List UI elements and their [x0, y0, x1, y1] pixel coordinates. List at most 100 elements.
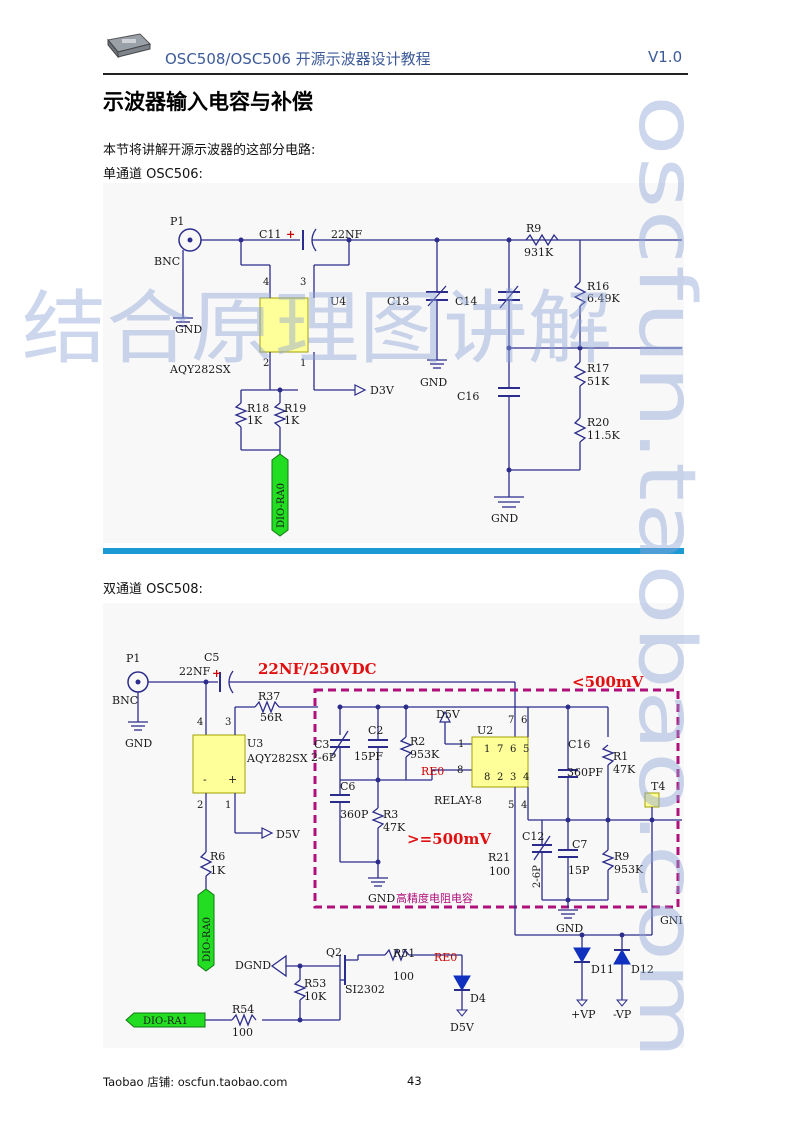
- schematic-label-c7: C7: [572, 838, 587, 851]
- schematic-label-r3-val: 47K: [383, 821, 406, 834]
- schematic-label-u4-part: AQY282SX: [169, 363, 231, 376]
- dual-channel-label: 双通道 OSC508:: [103, 582, 203, 597]
- schematic-label-r17: R17: [587, 362, 609, 375]
- schematic-label-d11: D11: [591, 963, 614, 976]
- schematic-label-p-6: 6: [521, 715, 527, 726]
- footer-shop-link[interactable]: Taobao 店铺: oscfun.taobao.com: [103, 1075, 288, 1089]
- schematic-label-u2: U2: [477, 724, 493, 737]
- section-separator: [103, 548, 684, 554]
- schematic-label-p-8: 8: [457, 765, 463, 776]
- schematic-label-vn: -VP: [613, 1008, 632, 1021]
- schematic-label-c2-val: 15PF: [354, 750, 383, 763]
- schematic-label-pin2: 2: [197, 800, 203, 811]
- schematic-label-pin4: 4: [263, 277, 269, 288]
- schematic-label-p-6: 6: [510, 744, 516, 755]
- schematic-label-r53-val: 10K: [304, 990, 327, 1003]
- schematic-label-r51: R51: [393, 947, 415, 960]
- schematic-label-r37: R37: [258, 690, 280, 703]
- schematic-label-range-low: >=500mV: [407, 830, 491, 848]
- schematic-label-r16: R16: [587, 280, 609, 293]
- schematic-label-p-7: 7: [508, 715, 514, 726]
- schematic-label-c6-val: 360P: [340, 808, 369, 821]
- schematic-label-minus: -: [203, 773, 207, 786]
- schematic-label-c13: C13: [387, 295, 409, 308]
- schematic-label-r21-val: 100: [489, 865, 510, 878]
- schematic-label-r3: R3: [383, 808, 398, 821]
- schematic-label-u3-part: AQY282SX: [246, 752, 308, 765]
- schematic-label-r54-val: 100: [232, 1026, 253, 1039]
- schematic-label-r17-val: 51K: [587, 375, 610, 388]
- schematic-label-gnd: GND: [125, 737, 152, 750]
- svg-text:oscfun.taobao.com: oscfun.taobao.com: [621, 95, 711, 1060]
- schematic-label-d12: D12: [631, 963, 654, 976]
- schematic-label-c6: C6: [340, 780, 355, 793]
- schematic-label-c5: C5: [204, 651, 219, 664]
- schematic-label-c2: C2: [368, 724, 383, 737]
- schematic-label-plus-pin: +: [228, 773, 237, 786]
- schematic-label-pin3: 3: [300, 277, 306, 288]
- single-channel-label: 单通道 OSC506:: [103, 167, 203, 182]
- schematic-label-pin4: 4: [197, 717, 203, 728]
- schematic-label-c11: C11: [259, 228, 281, 241]
- schematic-label-r54: R54: [232, 1003, 254, 1016]
- schematic-label-p-1: 1: [458, 739, 464, 750]
- schematic-label-pin2: 2: [263, 358, 269, 369]
- schematic-label-c16-val: 360PF: [567, 766, 603, 779]
- header-title: OSC508/OSC506 开源示波器设计教程: [165, 50, 431, 68]
- schematic-label-pin3: 3: [225, 717, 231, 728]
- schematic-label-p-1: 1: [484, 744, 490, 755]
- schematic-label-range-high: <500mV: [572, 673, 644, 691]
- schematic-label-p-8: 8: [484, 772, 490, 783]
- dio-ra1-tag: DIO-RA1: [143, 1016, 188, 1027]
- schematic-label-c16: C16: [568, 738, 590, 751]
- dio-ra0-tag: DIO-RA0: [202, 917, 213, 962]
- svg-text:结合原理图讲解: 结合原理图讲解: [22, 282, 612, 373]
- schematic-label-c14: C14: [455, 295, 477, 308]
- schematic-label-p-4b: 4: [521, 800, 527, 811]
- schematic-label-bnc: BNC: [154, 255, 180, 268]
- schematic-label-gnd: GND: [491, 512, 518, 525]
- schematic-label-re0: RE0: [421, 765, 444, 778]
- schematic-label-r51-val: 100: [393, 970, 414, 983]
- schematic-label-pin1: 1: [225, 800, 231, 811]
- schematic-label-d5v: D5V: [276, 828, 301, 841]
- schematic-label-gnd: GND: [556, 922, 583, 935]
- schematic-label-pin1: 1: [300, 358, 306, 369]
- schematic-label-c5-val: 22NF: [179, 665, 211, 678]
- schematic-label-d5v-b: D5V: [450, 1021, 475, 1034]
- schematic-label-p-2: 2: [497, 772, 503, 783]
- schematic-label-d5v: D5V: [436, 708, 461, 721]
- header-version: V1.0: [648, 48, 683, 66]
- schematic-label-c12-val: 2-6P: [532, 865, 543, 888]
- schematic-label-gnd: GND: [420, 376, 447, 389]
- dual-channel-schematic: DIO-RA0: [103, 603, 684, 1048]
- single-channel-schematic: DIO-RA0 P1 BNC GND C11 + 22NF U4 4 3 2 1…: [103, 183, 684, 543]
- schematic-label-hp-note: 高精度电阻电容: [396, 891, 473, 905]
- schematic-label-r2-val: 953K: [410, 748, 440, 761]
- schematic-label-vp: +VP: [571, 1008, 596, 1021]
- schematic-label-c11-val: 22NF: [331, 228, 363, 241]
- schematic-label-r1-val: 47K: [613, 763, 636, 776]
- schematic-label-p1: P1: [126, 652, 140, 665]
- schematic-label-r9-val: 953K: [614, 863, 644, 876]
- section-title: 示波器输入电容与补偿: [103, 90, 313, 114]
- schematic-label-q2: Q2: [326, 946, 342, 959]
- schematic-label-r6-val: 1K: [210, 864, 226, 877]
- schematic-label-r9: R9: [614, 850, 629, 863]
- schematic-label-c3: C3: [314, 738, 329, 751]
- schematic-label-relay: RELAY-8: [434, 794, 482, 807]
- schematic-label-r20-val: 11.5K: [587, 429, 620, 442]
- schematic-label-p-3: 3: [510, 772, 516, 783]
- schematic-label-cap-note: 22NF/250VDC: [258, 660, 377, 678]
- intro-text: 本节将讲解开源示波器的这部分电路:: [103, 143, 316, 158]
- schematic-label-p1: P1: [170, 215, 184, 228]
- schematic-label-c16: C16: [457, 390, 479, 403]
- schematic-label-re0-b: RE0: [434, 951, 457, 964]
- schematic-label-r21: R21: [488, 851, 510, 864]
- schematic-label-gnd: GND: [175, 323, 202, 336]
- schematic-label-p-5: 5: [523, 744, 529, 755]
- schematic-label-bnc: BNC: [112, 694, 138, 707]
- schematic-label-u4: U4: [330, 295, 346, 308]
- schematic-label-gnd: GND: [368, 892, 395, 905]
- schematic-label-r18-val: 1K: [247, 414, 263, 427]
